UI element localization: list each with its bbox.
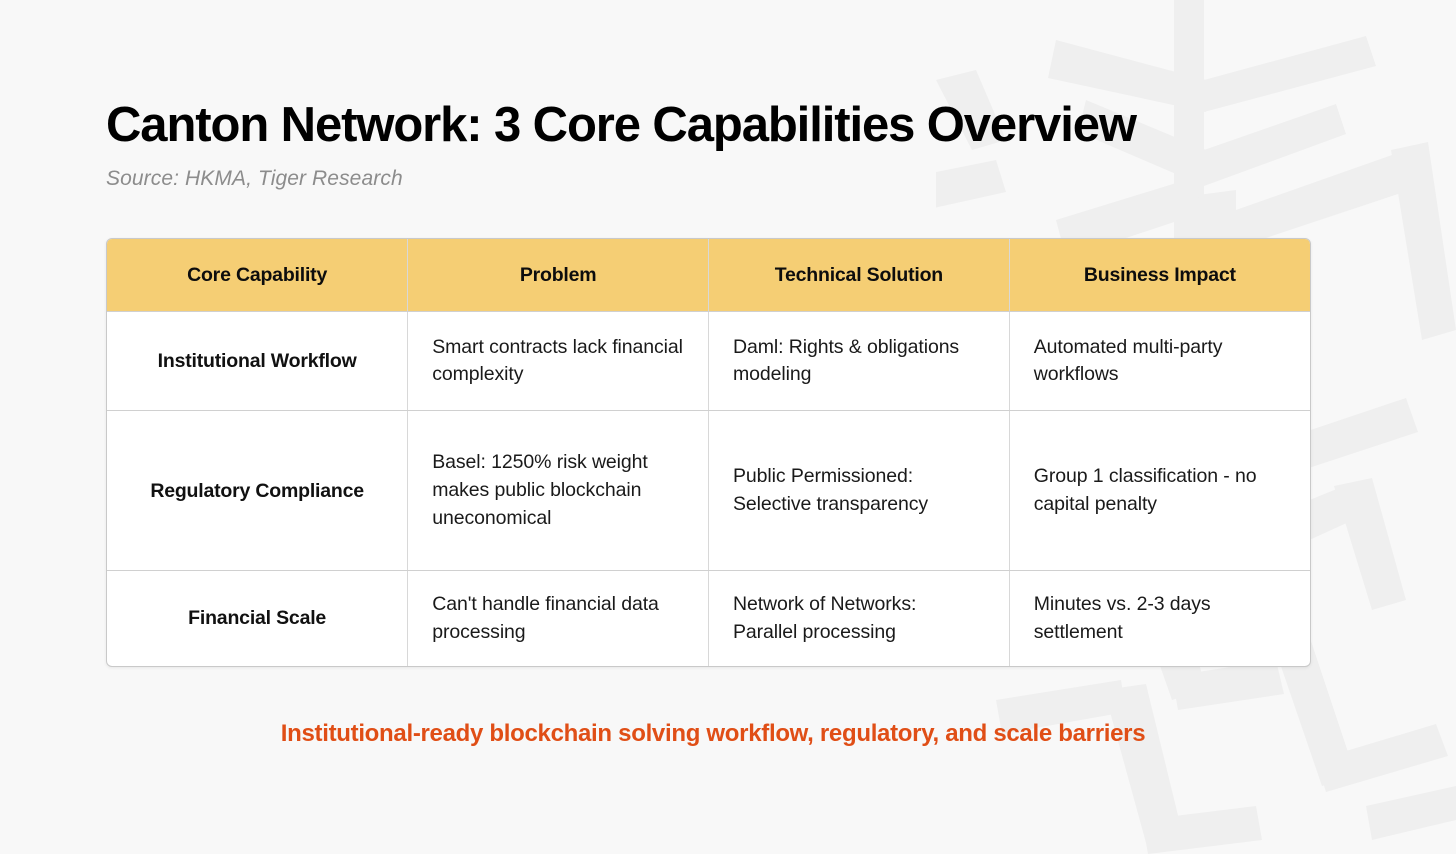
capability-table-container: Core Capability Problem Technical Soluti… — [106, 237, 1311, 667]
capability-table: Core Capability Problem Technical Soluti… — [107, 238, 1310, 666]
cell-capability: Institutional Workflow — [107, 311, 409, 412]
table-header-row: Core Capability Problem Technical Soluti… — [107, 238, 1310, 313]
cell-technical-solution: Public Permissioned: Selective transpare… — [708, 410, 1010, 572]
summary-caption: Institutional-ready blockchain solving w… — [280, 719, 1146, 747]
column-header-technical-solution: Technical Solution — [708, 238, 1010, 313]
cell-business-impact: Automated multi-party workflows — [1009, 311, 1310, 412]
cell-problem: Smart contracts lack financial complexit… — [407, 311, 709, 412]
cell-capability: Regulatory Compliance — [107, 410, 409, 572]
cell-technical-solution: Network of Networks: Parallel processing — [708, 570, 1010, 666]
table-header: Core Capability Problem Technical Soluti… — [107, 238, 1310, 313]
cell-business-impact: Minutes vs. 2-3 days settlement — [1033, 592, 1211, 643]
table-body: Institutional Workflow Smart contracts l… — [107, 311, 1310, 666]
header-block: Canton Network: 3 Core Capabilities Over… — [106, 0, 1350, 191]
table-row: Regulatory Compliance Basel: 1250% risk … — [107, 410, 1310, 572]
cell-business-impact: Group 1 classification - no capital pena… — [1009, 410, 1310, 572]
column-header-core-capability: Core Capability — [107, 238, 409, 313]
table-row: Institutional Workflow Smart contracts l… — [107, 311, 1310, 412]
page-title: Canton Network: 3 Core Capabilities Over… — [106, 98, 1137, 152]
source-subtitle: Source: HKMA, Tiger Research — [106, 166, 403, 190]
cell-capability: Financial Scale — [107, 570, 409, 666]
cell-problem: Basel: 1250% risk weight makes public bl… — [407, 410, 709, 572]
cell-problem: Can't handle financial data processing — [407, 570, 709, 666]
table-row: Financial Scale Can't handle financial d… — [107, 570, 1310, 666]
column-header-business-impact: Business Impact — [1009, 238, 1310, 313]
cell-technical-solution: Daml: Rights & obligations modeling — [708, 311, 1010, 412]
column-header-problem: Problem — [407, 238, 709, 313]
